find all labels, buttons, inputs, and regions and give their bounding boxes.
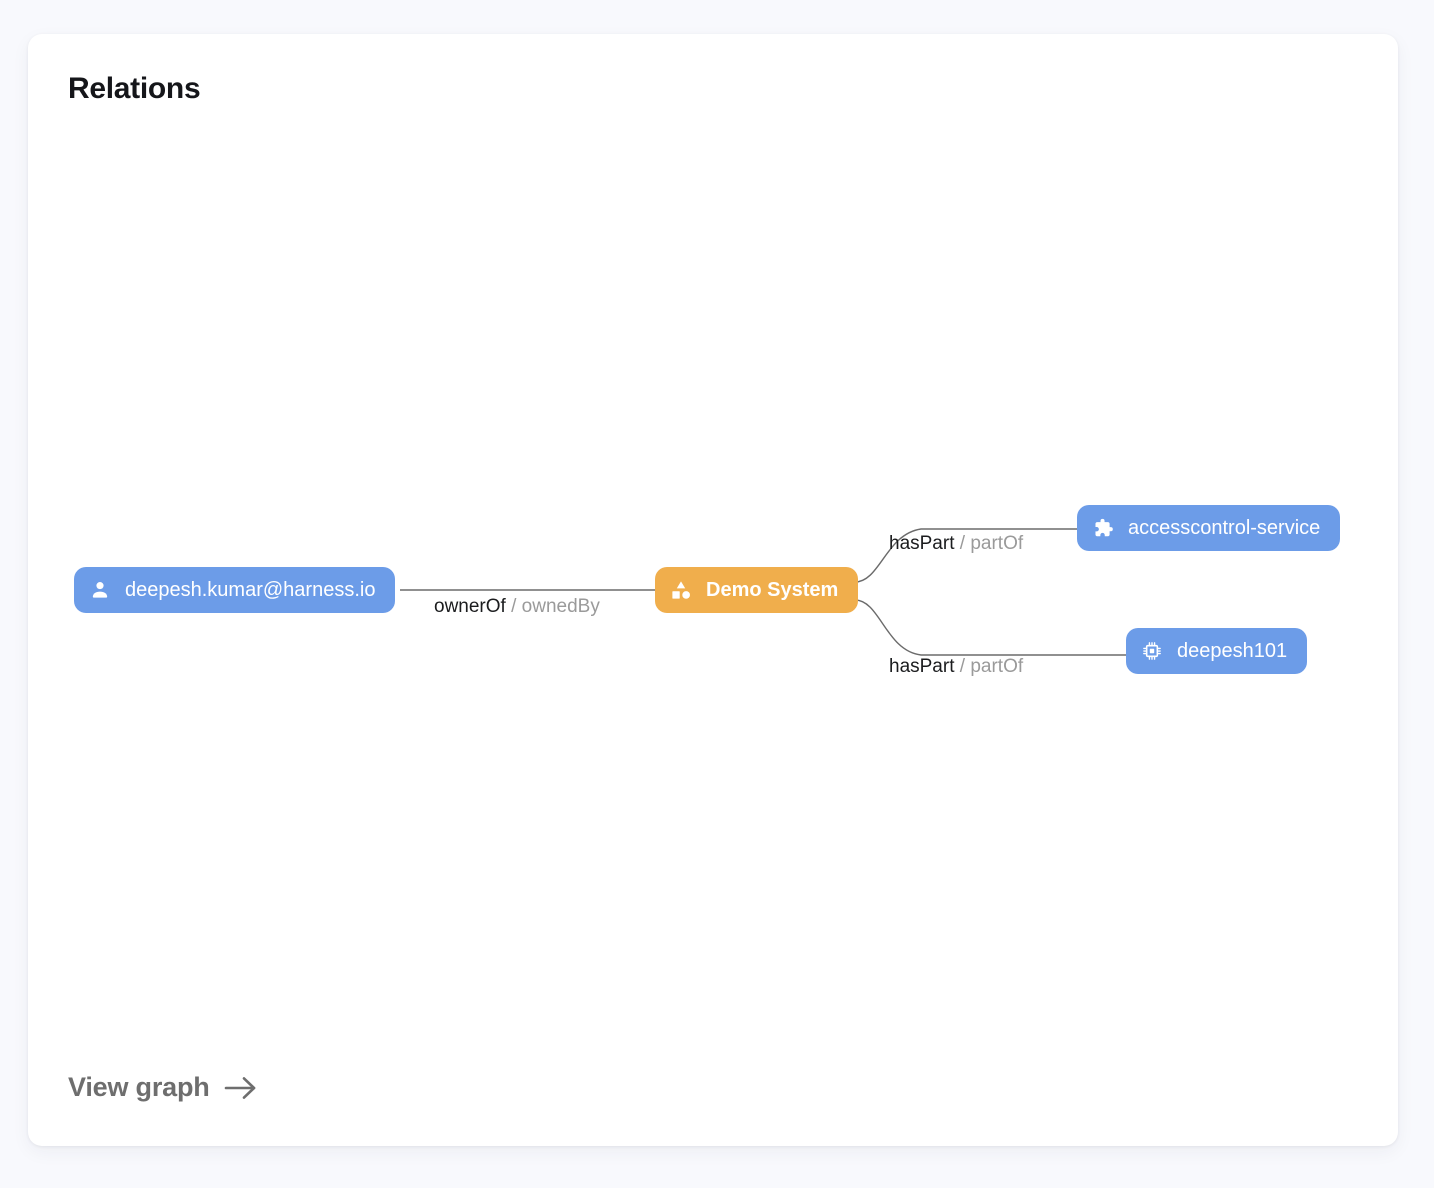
graph-node-label: deepesh101	[1177, 640, 1288, 662]
view-graph-label: View graph	[68, 1072, 210, 1102]
edge-line-haspart-2	[854, 599, 1126, 656]
edge-label-owner: ownerOf / ownedBy	[434, 597, 600, 616]
person-icon	[89, 579, 111, 601]
edge-inverse-relation: partOf	[970, 533, 1024, 554]
edge-relation: ownerOf	[434, 596, 506, 617]
page-title: Relations	[68, 72, 201, 105]
edge-relation: hasPart	[889, 533, 955, 554]
edge-label-haspart-deepesh101: hasPart / partOf	[889, 657, 1023, 676]
edge-separator: /	[959, 656, 966, 677]
graph-node-label: Demo System	[706, 579, 839, 601]
graph-node-deepesh101[interactable]: deepesh101	[1126, 628, 1308, 674]
edge-relation: hasPart	[889, 656, 955, 677]
edge-inverse-relation: ownedBy	[521, 596, 600, 617]
memory-chip-icon	[1141, 640, 1163, 662]
graph-node-label: deepesh.kumar@harness.io	[125, 579, 376, 601]
edge-separator: /	[511, 596, 517, 617]
relations-card: Relations deepesh.kumar@harness.io	[28, 34, 1398, 1146]
view-graph-link[interactable]: View graph	[68, 1072, 258, 1103]
edge-label-haspart-accesscontrol: hasPart / partOf	[889, 534, 1023, 553]
puzzle-piece-icon	[1092, 517, 1114, 539]
relations-graph-canvas[interactable]: deepesh.kumar@harness.io Demo System acc…	[28, 34, 1398, 1146]
graph-node-accesscontrol-service[interactable]: accesscontrol-service	[1077, 505, 1341, 551]
edge-inverse-relation: partOf	[970, 656, 1024, 677]
edge-separator: /	[959, 533, 966, 554]
graph-node-label: accesscontrol-service	[1128, 517, 1321, 539]
arrow-right-icon	[224, 1075, 258, 1101]
graph-node-user[interactable]: deepesh.kumar@harness.io	[74, 567, 396, 613]
graph-node-system[interactable]: Demo System	[655, 567, 859, 613]
category-shapes-icon	[670, 579, 692, 601]
